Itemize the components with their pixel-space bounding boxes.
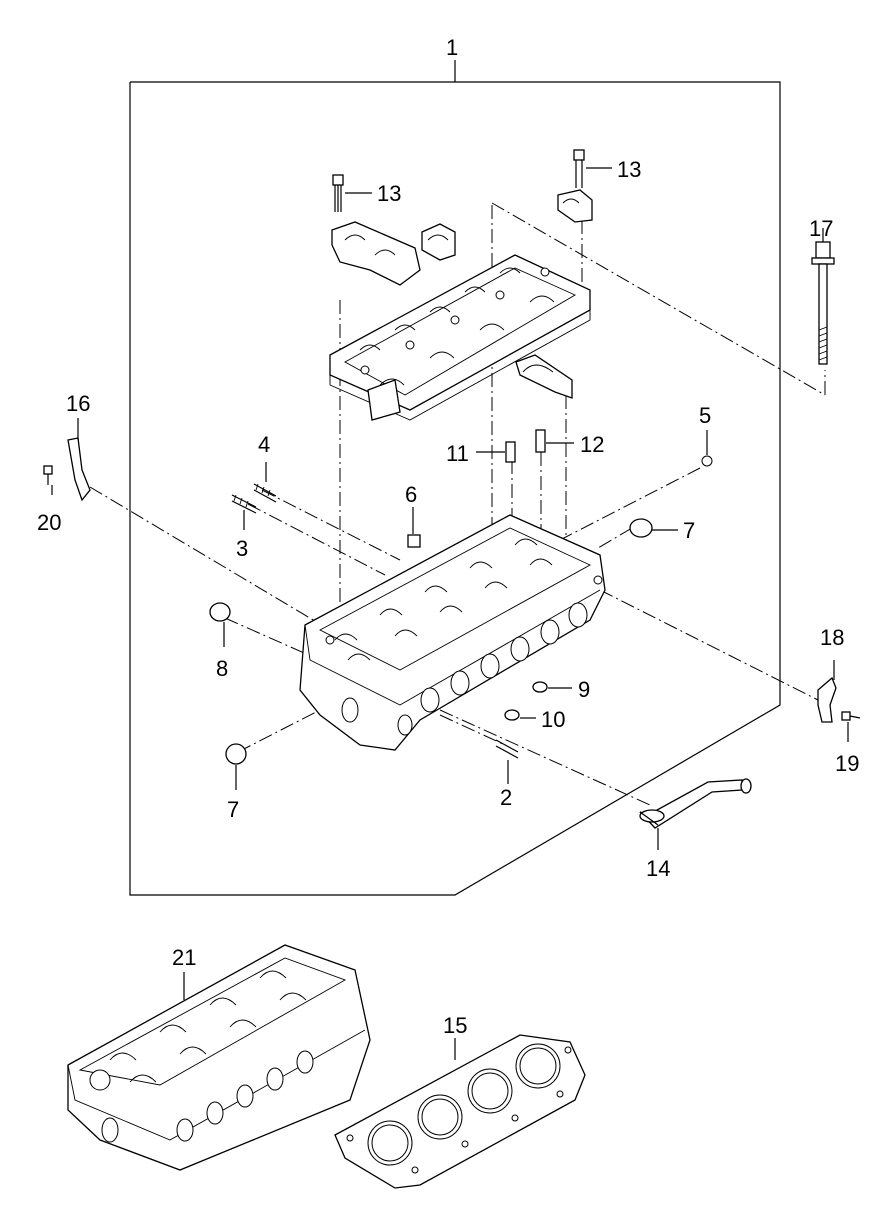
callout-16: 16 <box>66 391 90 416</box>
cylinder-head <box>299 514 606 751</box>
cam-cap-bolts <box>332 149 585 212</box>
callout-2: 2 <box>500 785 512 810</box>
assembly-frame <box>129 60 781 896</box>
small-parts <box>43 429 861 765</box>
callout-10: 10 <box>541 707 565 732</box>
callout-5: 5 <box>699 403 711 428</box>
callout-7-left: 7 <box>227 797 239 822</box>
callout-20: 20 <box>37 510 61 535</box>
callout-21: 21 <box>172 945 196 970</box>
callout-12: 12 <box>580 432 604 457</box>
head-bolt <box>811 241 835 365</box>
callout-15: 15 <box>443 1013 467 1038</box>
leader-lines <box>51 167 849 1060</box>
coolant-pipe <box>639 778 752 829</box>
callout-8: 8 <box>216 656 228 681</box>
callout-13-right: 13 <box>617 157 641 182</box>
callout-17: 17 <box>809 216 833 241</box>
callout-9: 9 <box>578 677 590 702</box>
callout-3: 3 <box>236 536 248 561</box>
camshaft-carrier <box>329 254 591 421</box>
callouts: 1 13 13 17 16 20 4 3 6 11 12 5 7 8 9 10 … <box>37 35 859 1038</box>
callout-19: 19 <box>835 751 859 776</box>
callout-1: 1 <box>446 35 458 60</box>
head-gasket <box>334 1034 586 1189</box>
callout-4: 4 <box>258 432 270 457</box>
cam-caps <box>331 189 593 399</box>
cylinder-head-assembly <box>67 944 371 1171</box>
callout-18: 18 <box>820 625 844 650</box>
callout-6: 6 <box>405 482 417 507</box>
alignment-lines <box>89 202 826 806</box>
callout-13-left: 13 <box>377 181 401 206</box>
callout-11: 11 <box>446 441 469 466</box>
callout-14: 14 <box>646 856 670 881</box>
callout-7-right: 7 <box>683 518 695 543</box>
